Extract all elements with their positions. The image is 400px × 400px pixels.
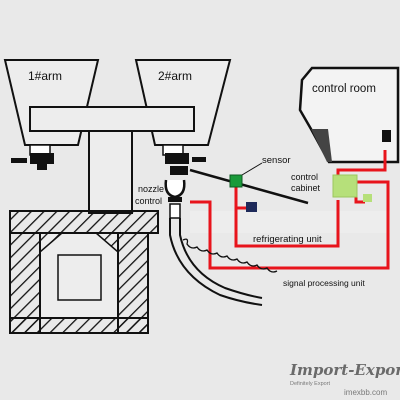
label-control-cabinet-2: cabinet (291, 183, 321, 193)
mould-strand (169, 203, 278, 306)
signal-processing-unit-box (363, 194, 372, 202)
watermark: Import-Export Definitely Export imexbb.c… (289, 361, 400, 397)
control-room (298, 66, 400, 164)
casting-floor (9, 210, 390, 334)
label-sensor: sensor (262, 155, 291, 166)
watermark-site: imexbb.com (344, 388, 387, 397)
label-arm-2: 2#arm (158, 69, 192, 83)
watermark-brand: Import-Export (289, 361, 400, 379)
sensor-rod (189, 168, 309, 205)
label-nozzle-control-1: nozzle (138, 184, 164, 194)
sensor-leader (241, 162, 263, 176)
label-arm-1: 1#arm (28, 69, 62, 83)
nozzle-control (164, 166, 188, 202)
label-signal-processing-unit: signal processing unit (283, 278, 365, 288)
signal-wiring (190, 150, 390, 270)
turret-frame (29, 106, 195, 214)
label-control-room: control room (312, 83, 376, 95)
label-control-cabinet-1: control (291, 172, 318, 182)
control-cabinet-box (332, 174, 358, 198)
refrigerating-unit-box (246, 202, 257, 212)
label-nozzle-control-2: control (135, 196, 162, 206)
sensor-box (229, 174, 243, 188)
label-refrigerating-unit: refrigerating unit (253, 234, 322, 245)
watermark-slogan: Definitely Export (290, 381, 331, 387)
